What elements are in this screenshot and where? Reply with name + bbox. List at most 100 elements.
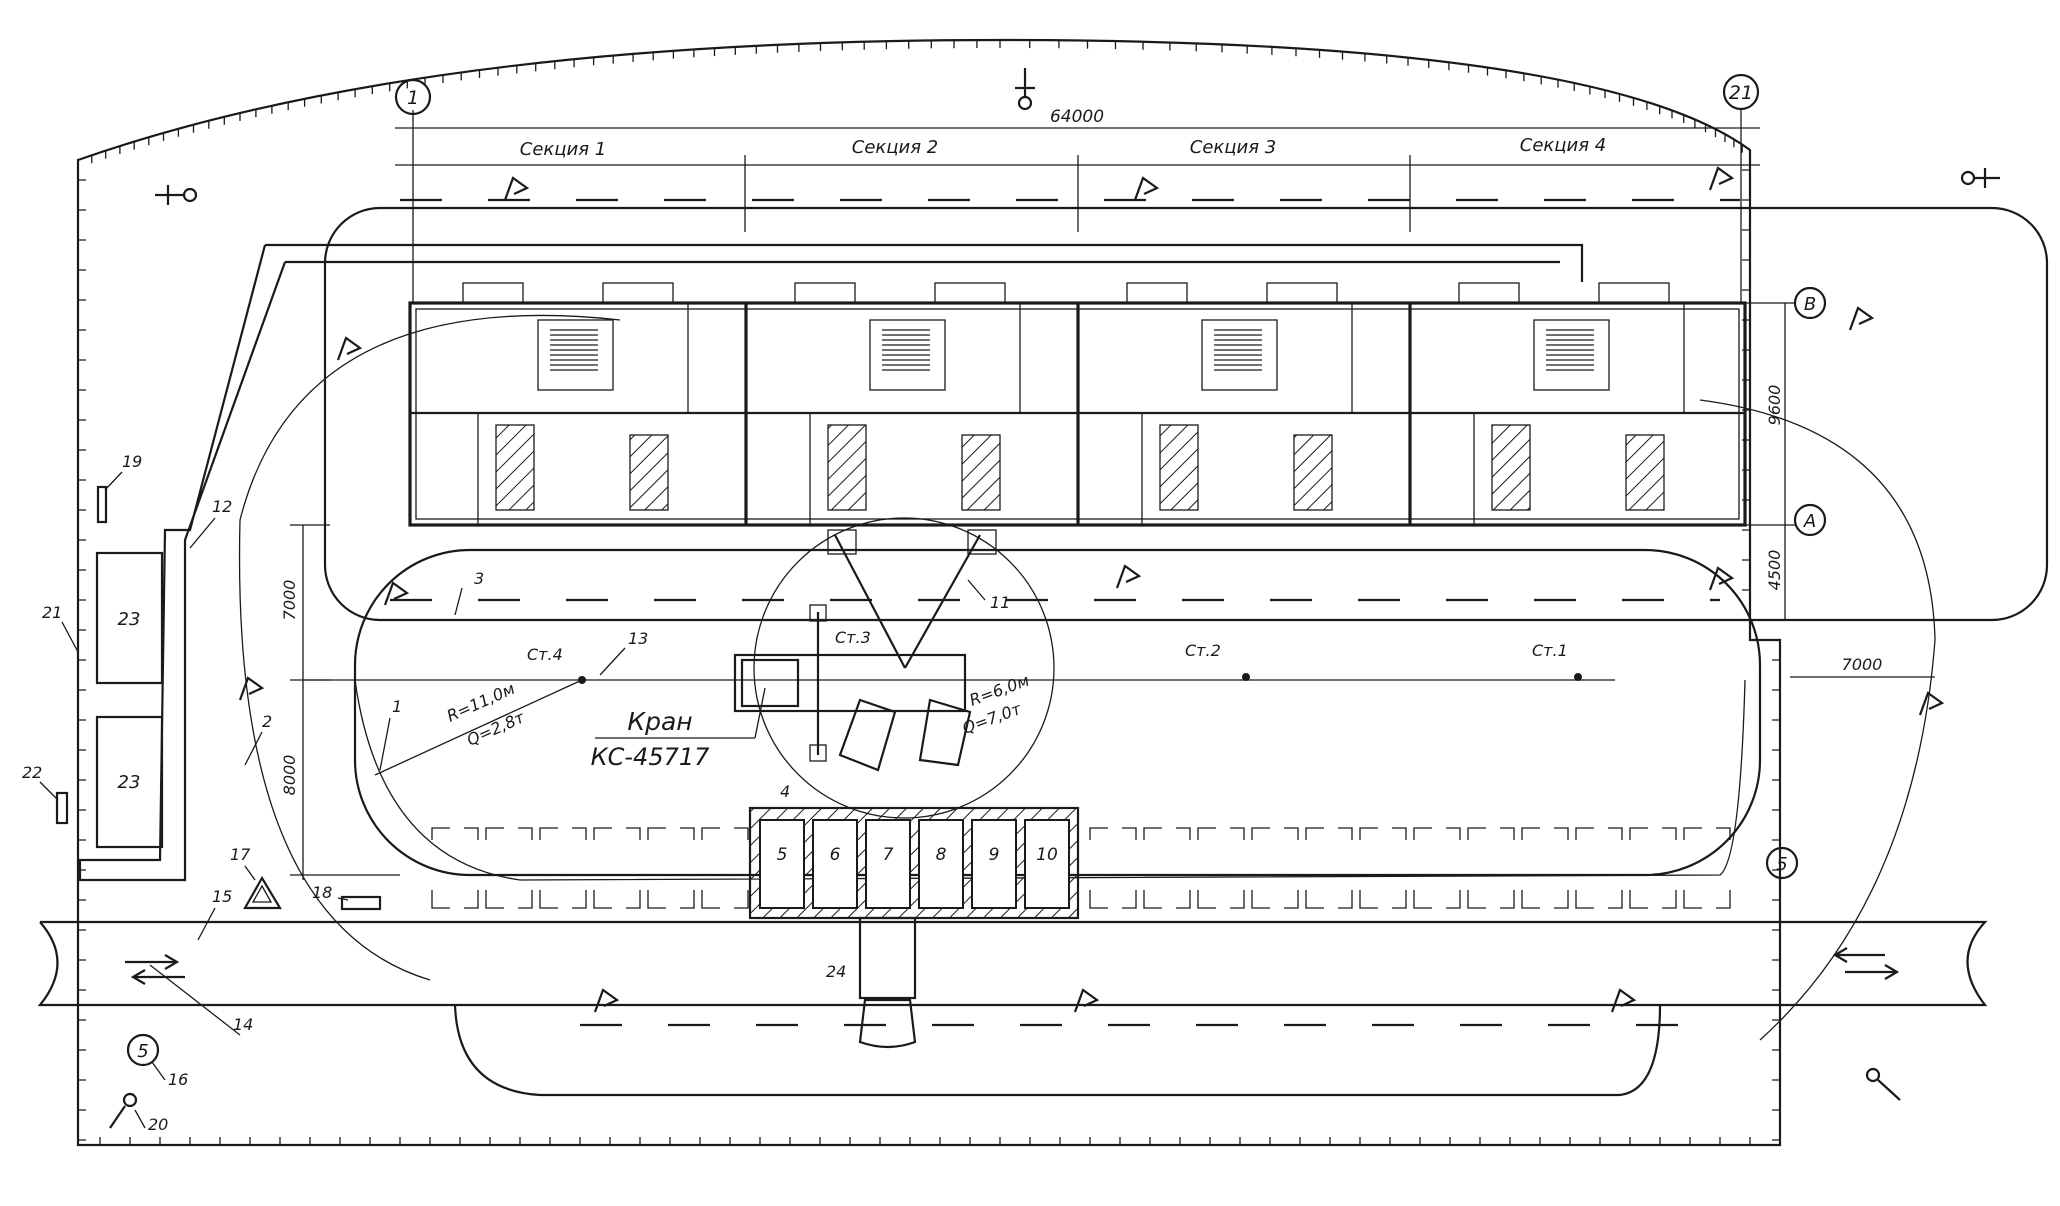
label-12: 12 [212, 497, 232, 516]
crane-title: Кран [627, 707, 692, 736]
road-marker-flag [1133, 176, 1160, 201]
parking-stall [431, 827, 479, 909]
parking-stall [1089, 827, 1137, 909]
label-14: 14 [233, 1015, 253, 1034]
traffic-arrows [125, 947, 1900, 985]
axis-label-top: В [1804, 294, 1816, 315]
storage-bay-number: 7 [883, 845, 894, 865]
crane-zone-2-dimension: 8000 [280, 755, 299, 796]
storage-bay-number: 10 [1036, 845, 1058, 865]
speed-sign-left [126, 1033, 160, 1067]
storage-bay [971, 819, 1017, 909]
storage-bay-number: 9 [989, 845, 1000, 865]
lift-shaft [1160, 425, 1198, 510]
crane-model: КС-45717 [591, 743, 711, 771]
label-3: 3 [474, 569, 484, 588]
station-2-label: Ст.2 [1185, 641, 1221, 660]
building-23-bottom: 23 [118, 772, 141, 793]
parking-stall [1683, 827, 1731, 909]
parking-stall [1413, 827, 1461, 909]
parking-stall [701, 827, 749, 909]
section-4-label: Секция 4 [1520, 135, 1606, 156]
storage-bay [812, 819, 858, 909]
road-signs: 5 5 [126, 166, 1945, 1067]
label-4: 4 [780, 782, 790, 801]
section-1-label: Секция 1 [520, 139, 606, 160]
site-buildings: 23 23 [55, 243, 1584, 911]
dimension-lines: 64000 Секция 1 Секция 2 Секция 3 Секция … [280, 107, 1935, 880]
crane-swing-arc [238, 314, 1936, 1041]
axis-marker-bottom [1793, 503, 1827, 537]
parking-stall [485, 827, 533, 909]
lift-shaft [962, 435, 1000, 510]
axis-marker-top [1793, 286, 1827, 320]
road-marker-flag [1115, 564, 1142, 589]
grid-axes: 1 21 В А [394, 73, 1827, 537]
lift-shaft [1626, 435, 1664, 510]
road-marker-flag [336, 336, 363, 361]
label-2: 2 [262, 712, 272, 731]
axis-label-left: 1 [407, 87, 419, 109]
speed-sign-right [1765, 846, 1799, 880]
crane-travel-path: Ст.1 Ст.2 Ст.3 Ст.4 R=11,0м Q=2,8т R=6,0… [303, 628, 1615, 776]
road-marker-flag [593, 988, 620, 1013]
label-13: 13 [628, 629, 648, 648]
lift-shaft [1492, 425, 1530, 510]
parking-stall [593, 827, 641, 909]
parking-stall [1305, 827, 1353, 909]
station-2-point [1242, 673, 1250, 681]
station-1-label: Ст.1 [1532, 641, 1568, 660]
road-marker-flag [1708, 166, 1735, 191]
front-offset-dimension: 4500 [1765, 550, 1784, 591]
storage-bay-number: 8 [936, 845, 947, 865]
crane-reach-min: R=6,0м [967, 671, 1032, 710]
road-marker-flag [1918, 691, 1945, 716]
parking-stall [1629, 827, 1677, 909]
label-15: 15 [212, 887, 232, 906]
label-21: 21 [42, 603, 62, 622]
storage-bay [759, 819, 805, 909]
road-marker-flag [1073, 988, 1100, 1013]
station-4-label: Ст.4 [527, 645, 563, 664]
storage-bay-number: 6 [830, 845, 841, 865]
parking-stall [1143, 827, 1191, 909]
storage-bay [918, 819, 964, 909]
axis-marker-left [394, 78, 432, 116]
label-20: 20 [148, 1115, 168, 1134]
axis-label-right: 21 [1729, 82, 1753, 104]
parking-stall [1197, 827, 1245, 909]
callouts: 1 2 3 11 12 13 14 15 16 17 18 19 20 21 2… [22, 452, 1010, 1134]
parking-stall [1251, 827, 1299, 909]
label-19: 19 [122, 452, 142, 471]
lift-shaft [1294, 435, 1332, 510]
label-22: 22 [22, 763, 42, 782]
axis-marker-right [1722, 73, 1760, 111]
right-gap-dimension: 7000 [1842, 655, 1883, 674]
road-marker-flag [1848, 306, 1875, 331]
building-footprint [408, 282, 1747, 527]
parking-stalls [431, 827, 1731, 909]
speed-value-left: 5 [137, 1041, 148, 1062]
lift-shaft [630, 435, 668, 510]
lift-shaft [496, 425, 534, 510]
axis-label-bottom: А [1803, 511, 1816, 532]
parking-stall [647, 827, 695, 909]
lift-shaft [828, 425, 866, 510]
label-24: 24 [826, 962, 846, 981]
storage-bay [1024, 819, 1070, 909]
label-17: 17 [230, 845, 251, 864]
section-2-label: Секция 2 [852, 137, 938, 158]
delivery-truck: 24 [826, 916, 917, 1049]
crane-zone-1-dimension: 7000 [280, 580, 299, 621]
label-11: 11 [990, 593, 1010, 612]
overall-dimension: 64000 [1050, 107, 1104, 127]
label-16: 16 [168, 1070, 188, 1089]
storage-area: 4 5 6 7 8 9 10 [748, 782, 1080, 920]
storage-bay [865, 819, 911, 909]
parking-stall [1359, 827, 1407, 909]
road-marker-flag [238, 676, 265, 701]
road-marker-flag [1708, 566, 1735, 591]
parking-stall [1467, 827, 1515, 909]
storage-bay-number: 5 [777, 845, 788, 865]
